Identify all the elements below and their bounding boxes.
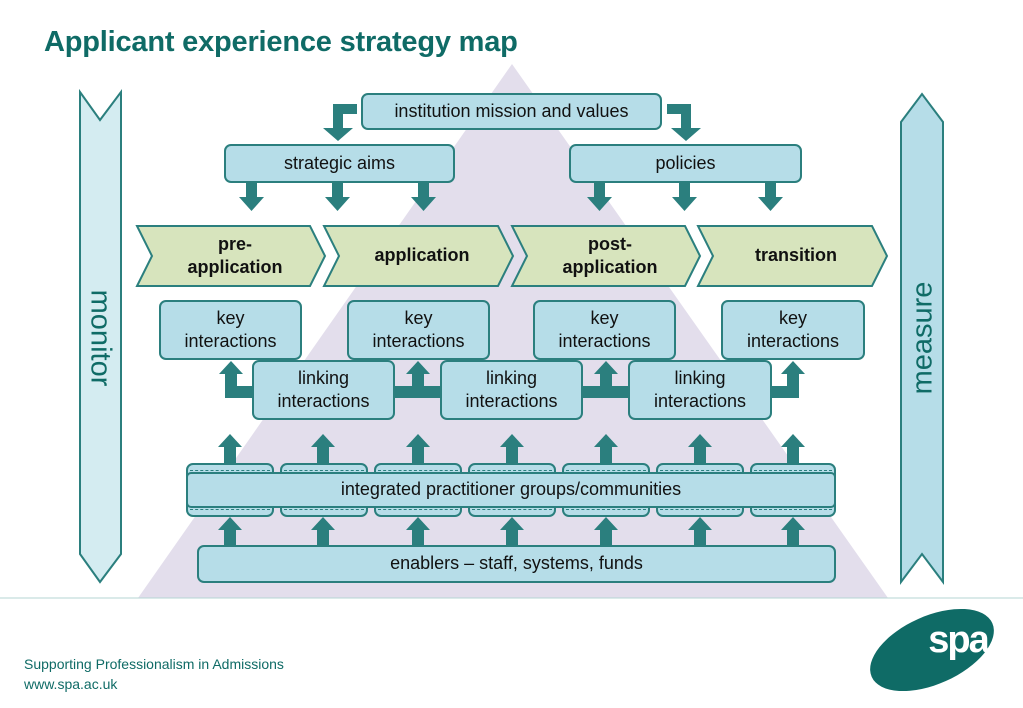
mission-to-policies-arrow: [667, 104, 701, 141]
interactions-line: interactions: [372, 331, 465, 351]
practitioner-up-arrow: [406, 434, 430, 463]
interactions-line: interactions: [277, 391, 370, 411]
measure-label: measure: [906, 281, 939, 395]
linking-line: linking: [674, 367, 726, 388]
linking-line: linking: [485, 367, 538, 388]
interactions-line: interactions: [465, 391, 558, 411]
interactions-line: interactions: [184, 331, 277, 351]
interactions-line: interactions: [653, 391, 747, 411]
policies-down-arrow: [587, 183, 612, 211]
spa-logo: [870, 608, 994, 692]
practitioner-up-arrow: [688, 434, 712, 463]
enablers-up-arrow: [781, 517, 805, 545]
stage-chevron-pre-application: [135, 225, 327, 287]
monitor-arrow: [79, 88, 122, 584]
mission-box: institution mission and values: [361, 93, 662, 130]
strategic-aims-box: strategic aims: [224, 144, 455, 183]
key-interactions-box: key interactions: [347, 300, 490, 360]
enablers-up-arrow: [218, 517, 242, 545]
linking-line: linking: [297, 367, 350, 388]
footer-url[interactable]: www.spa.ac.uk: [24, 676, 118, 692]
aims-down-arrow: [239, 183, 264, 211]
linking-connector: [583, 386, 629, 398]
enablers-up-arrow: [311, 517, 335, 545]
enablers-box: enablers – staff, systems, funds: [197, 545, 836, 583]
stage-label-line: application: [187, 257, 283, 277]
key-line: key: [216, 307, 245, 328]
key-line: key: [404, 307, 433, 328]
linking-to-key-arrow: [772, 361, 805, 398]
linking-connector: [395, 386, 441, 398]
practitioner-up-arrow: [781, 434, 805, 463]
practitioner-up-arrow: [311, 434, 335, 463]
key-interactions-box: key interactions: [721, 300, 865, 360]
stage-label-line: pre-: [217, 233, 252, 254]
stage-chevron-post-application: [510, 225, 702, 287]
stage-application: application: [337, 230, 507, 282]
key-line: key: [778, 307, 807, 328]
linking-interactions-box: linking interactions: [628, 360, 772, 420]
linking-interactions-box: linking interactions: [440, 360, 583, 420]
page-title: Applicant experience strategy map: [44, 26, 518, 58]
mission-to-aims-arrow: [323, 104, 357, 141]
key-interactions-box: key interactions: [159, 300, 302, 360]
stage-transition: transition: [711, 230, 881, 282]
policies-down-arrow: [672, 183, 697, 211]
enablers-up-arrow: [500, 517, 524, 545]
stage-label-line: post-: [587, 233, 632, 254]
interactions-line: interactions: [746, 331, 840, 351]
stage-post-application: post-application: [525, 230, 695, 282]
linking-to-key-arrow: [219, 361, 252, 398]
enablers-text: enablers – staff, systems, funds: [390, 553, 643, 574]
stage-label-line: application: [562, 257, 658, 277]
interactions-line: interactions: [558, 331, 651, 351]
enablers-up-arrow: [688, 517, 712, 545]
policies-box: policies: [569, 144, 802, 183]
stage-chevron-application: [322, 225, 515, 287]
linking-to-key-arrow: [406, 361, 430, 388]
stage-label-line: application: [374, 245, 470, 266]
enablers-up-arrow: [594, 517, 618, 545]
stage-label-line: transition: [754, 245, 837, 266]
spa-logo-text: spa: [928, 618, 989, 661]
key-interactions-box: key interactions: [533, 300, 676, 360]
linking-to-key-arrow: [594, 361, 618, 388]
practitioner-groups-bar: integrated practitioner groups/communiti…: [186, 472, 836, 508]
policies-down-arrow: [758, 183, 783, 211]
enablers-up-arrow: [406, 517, 430, 545]
practitioner-up-arrow: [594, 434, 618, 463]
measure-arrow: [900, 92, 944, 585]
policies-text: policies: [655, 152, 716, 173]
stage-chevron-transition: [696, 225, 889, 287]
monitor-label: monitor: [84, 289, 117, 387]
practitioner-groups-text: integrated practitioner groups/communiti…: [340, 479, 682, 500]
strategic-aims-text: strategic aims: [283, 152, 396, 173]
stage-pre-application: pre-application: [150, 230, 320, 282]
linking-interactions-box: linking interactions: [252, 360, 395, 420]
practitioner-up-arrow: [500, 434, 524, 463]
key-line: key: [590, 307, 619, 328]
practitioner-up-arrow: [218, 434, 242, 463]
mission-text: institution mission and values: [394, 100, 629, 121]
aims-down-arrow: [411, 183, 436, 211]
aims-down-arrow: [325, 183, 350, 211]
footer-organisation: Supporting Professionalism in Admissions: [24, 656, 284, 672]
